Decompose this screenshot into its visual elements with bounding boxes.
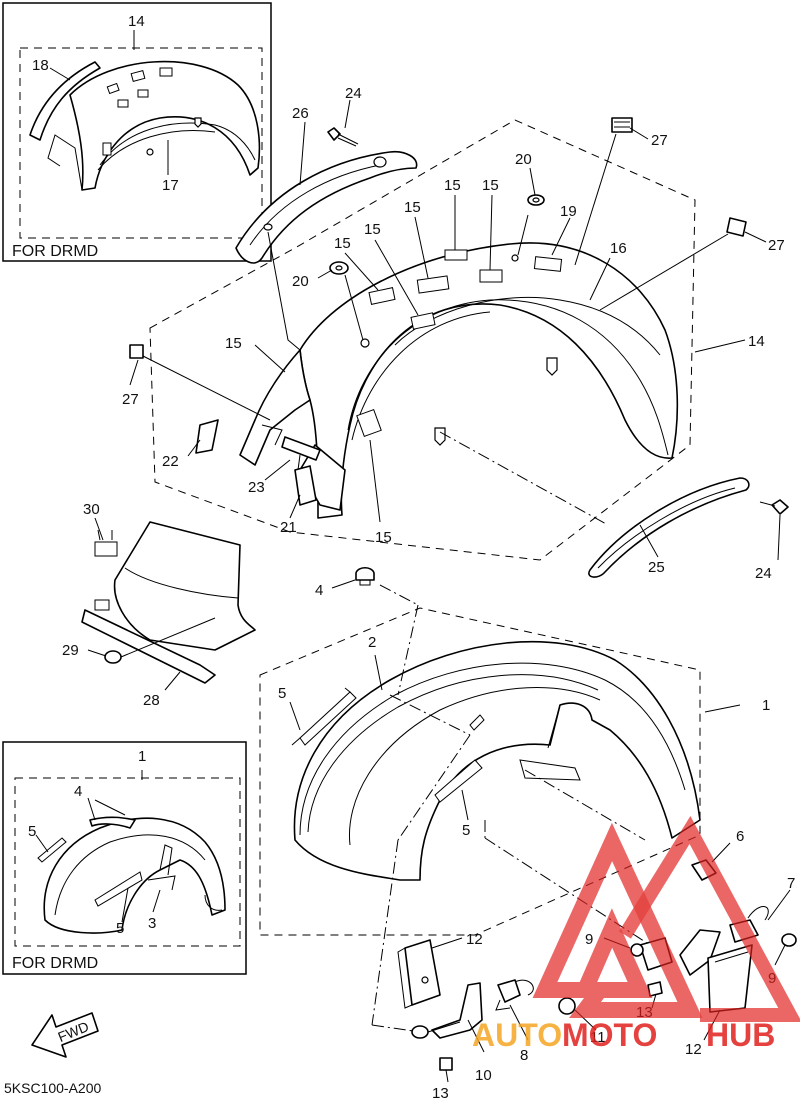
- automotohub-watermark: AUTO MOTO HUB: [472, 816, 800, 1053]
- callout-27-a: 27: [651, 132, 668, 149]
- callout-30: 30: [83, 501, 100, 518]
- callout-5-c: 5: [28, 823, 36, 840]
- callout-18: 18: [32, 57, 49, 74]
- callout-10: 10: [475, 1067, 492, 1084]
- inset-bottom-caption: FOR DRMD: [12, 955, 98, 972]
- callout-5-d: 5: [116, 920, 124, 937]
- callout-19: 19: [560, 203, 577, 220]
- callout-7: 7: [787, 875, 795, 892]
- callout-28: 28: [143, 692, 160, 709]
- callout-23: 23: [248, 479, 265, 496]
- callout-17: 17: [162, 177, 179, 194]
- callout-14-main: 14: [748, 333, 765, 350]
- callout-29: 29: [62, 642, 79, 659]
- callout-15-c: 15: [404, 199, 421, 216]
- callout-11: 11: [590, 1029, 606, 1046]
- callout-8: 8: [520, 1047, 528, 1064]
- callout-1-inset: 1: [138, 748, 146, 765]
- callout-16: 16: [610, 240, 627, 257]
- fwd-arrow: FWD: [31, 1012, 99, 1058]
- callout-15-d: 15: [364, 221, 381, 238]
- watermark-triangle-logo: [532, 822, 703, 1018]
- taillight-bracket: 30 29 28: [62, 501, 256, 709]
- callout-15-g: 15: [375, 529, 392, 546]
- callout-22: 22: [162, 453, 179, 470]
- watermark-text-auto: AUTO: [472, 1017, 562, 1053]
- callout-5-b: 5: [462, 822, 470, 839]
- callout-24-b: 24: [755, 565, 772, 582]
- callout-20-a: 20: [515, 151, 532, 168]
- watermark-text-hub: HUB: [706, 1017, 775, 1053]
- callout-15-f: 15: [225, 335, 242, 352]
- callout-2: 2: [368, 634, 376, 651]
- rear-fender-assembly: 24 26 27 27 27 14 20 20 19 16 15 15 15 1…: [122, 85, 789, 582]
- callout-4-main: 4: [315, 582, 323, 599]
- callout-15-a: 15: [444, 177, 461, 194]
- bracket-assembly: 12 12 7 9 9 8 10 11 13 13: [397, 875, 797, 1098]
- callout-27-c: 27: [122, 391, 139, 408]
- diagram-code: 5KSC100-A200: [4, 1080, 102, 1096]
- callout-26: 26: [292, 105, 309, 122]
- callout-24-a: 24: [345, 85, 362, 102]
- callout-27-b: 27: [768, 237, 785, 254]
- callout-6: 6: [736, 828, 744, 845]
- callout-15-b: 15: [482, 177, 499, 194]
- callout-12-b: 12: [685, 1041, 702, 1058]
- watermark-text-moto: MOTO: [562, 1017, 657, 1053]
- callout-14-inset: 14: [128, 13, 145, 30]
- inset-top-caption: FOR DRMD: [12, 243, 98, 260]
- callout-12-a: 12: [466, 931, 483, 948]
- callout-3: 3: [148, 915, 156, 932]
- callout-5-a: 5: [278, 685, 286, 702]
- inset-bottom-drmd: 1 4 5 5 3 FOR DRMD: [2, 741, 247, 975]
- callout-9-a: 9: [585, 931, 593, 948]
- callout-4-inset: 4: [74, 783, 82, 800]
- inset-top-drmd: 14 18 17 FOR DRMD: [2, 2, 272, 262]
- callout-25: 25: [648, 559, 665, 576]
- callout-20-b: 20: [292, 273, 309, 290]
- callout-13-a: 13: [432, 1085, 449, 1098]
- callout-15-e: 15: [334, 235, 351, 252]
- callout-21: 21: [280, 519, 297, 536]
- callout-1-main: 1: [762, 697, 770, 714]
